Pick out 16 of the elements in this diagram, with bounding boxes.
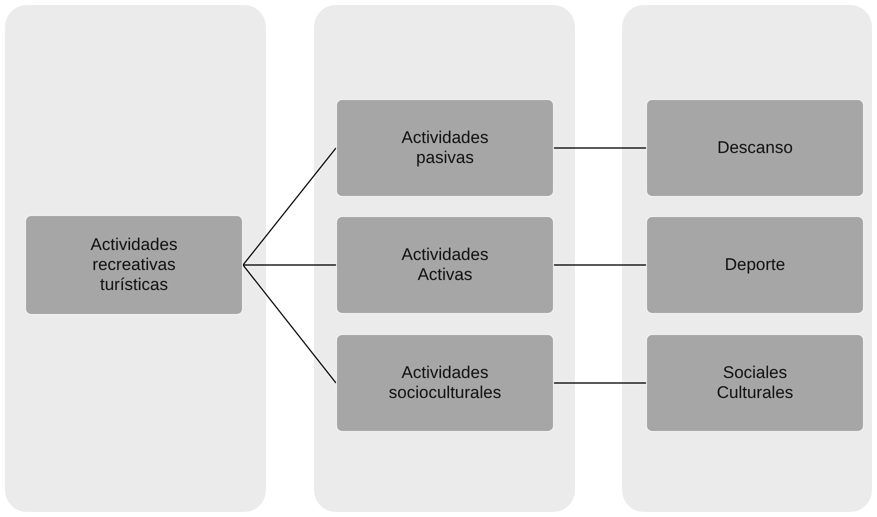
process-box: Deporte — [646, 216, 864, 314]
column-panel — [5, 5, 266, 512]
connector-line — [242, 148, 336, 266]
process-box: Actividades pasivas — [336, 99, 554, 197]
process-box: Actividades socioculturales — [336, 334, 554, 432]
process-box: Actividades Activas — [336, 216, 554, 314]
connector-line — [554, 147, 646, 149]
column-panel — [622, 5, 872, 512]
connector-line — [242, 264, 336, 384]
connector-line — [554, 382, 646, 384]
process-box: Descanso — [646, 99, 864, 197]
process-box: Actividades recreativas turísticas — [25, 215, 243, 315]
process-box: Sociales Culturales — [646, 334, 864, 432]
connector-line — [554, 264, 646, 266]
connector-line — [243, 264, 336, 266]
column-panel — [314, 5, 575, 512]
